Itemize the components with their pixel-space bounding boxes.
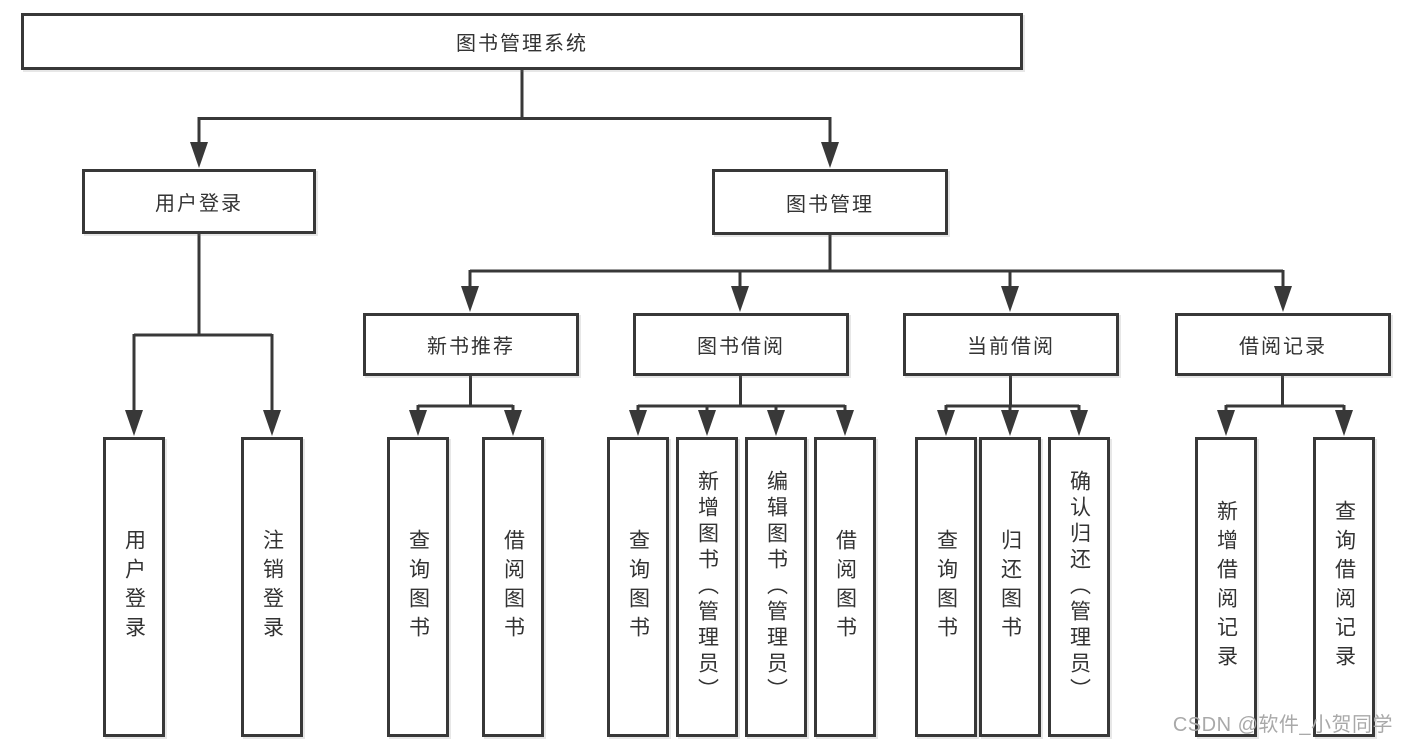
- node-leaf-borrow-book-label: 借阅图书: [833, 529, 857, 645]
- node-leaf-borrow-book: 借阅图书: [814, 437, 876, 737]
- node-book-management-label: 图书管理: [786, 193, 874, 216]
- node-leaf-return-book-label: 归还图书: [998, 529, 1022, 645]
- node-current-borrow: 当前借阅: [903, 313, 1119, 376]
- node-leaf-logout: 注销登录: [241, 437, 303, 737]
- node-leaf-edit-book-admin-label: 编辑图书（管理员）: [764, 470, 788, 704]
- node-leaf-add-book-admin: 新增图书（管理员）: [676, 437, 738, 737]
- node-book-borrow-label: 图书借阅: [697, 336, 785, 358]
- node-leaf-edit-book-admin: 编辑图书（管理员）: [745, 437, 807, 737]
- node-new-book-recommend: 新书推荐: [363, 313, 579, 376]
- node-leaf-user-login-label: 用户登录: [122, 529, 146, 645]
- csdn-watermark: CSDN @软件_小贺同学: [1172, 714, 1393, 736]
- node-root-label: 图书管理系统: [456, 33, 588, 55]
- node-leaf-current-query-book: 查询图书: [915, 437, 977, 737]
- node-borrow-records: 借阅记录: [1175, 313, 1391, 376]
- node-leaf-rec-query-book: 查询图书: [387, 437, 449, 737]
- node-user-login-label: 用户登录: [155, 193, 243, 215]
- node-root: 图书管理系统: [21, 13, 1023, 70]
- node-leaf-rec-borrow-book: 借阅图书: [482, 437, 544, 737]
- node-book-management: 图书管理: [712, 169, 948, 235]
- node-leaf-current-query-book-label: 查询图书: [934, 529, 958, 645]
- node-book-borrow: 图书借阅: [633, 313, 849, 376]
- node-leaf-query-borrow-record: 查询借阅记录: [1313, 437, 1375, 737]
- node-leaf-logout-label: 注销登录: [260, 529, 284, 645]
- node-leaf-rec-borrow-book-label: 借阅图书: [501, 529, 525, 645]
- node-leaf-add-borrow-record-label: 新增借阅记录: [1214, 500, 1238, 674]
- node-new-book-recommend-label: 新书推荐: [427, 336, 515, 358]
- node-leaf-add-book-admin-label: 新增图书（管理员）: [695, 470, 719, 704]
- node-leaf-borrow-query-book: 查询图书: [607, 437, 669, 737]
- node-leaf-query-borrow-record-label: 查询借阅记录: [1332, 500, 1356, 674]
- node-leaf-borrow-query-book-label: 查询图书: [626, 529, 650, 645]
- node-borrow-records-label: 借阅记录: [1239, 336, 1327, 358]
- node-user-login: 用户登录: [82, 169, 316, 234]
- node-leaf-confirm-return-admin: 确认归还（管理员）: [1048, 437, 1110, 737]
- node-leaf-confirm-return-admin-label: 确认归还（管理员）: [1067, 470, 1091, 704]
- node-leaf-rec-query-book-label: 查询图书: [406, 529, 430, 645]
- node-current-borrow-label: 当前借阅: [967, 336, 1055, 358]
- node-leaf-return-book: 归还图书: [979, 437, 1041, 737]
- node-leaf-user-login: 用户登录: [103, 437, 165, 737]
- node-leaf-add-borrow-record: 新增借阅记录: [1195, 437, 1257, 737]
